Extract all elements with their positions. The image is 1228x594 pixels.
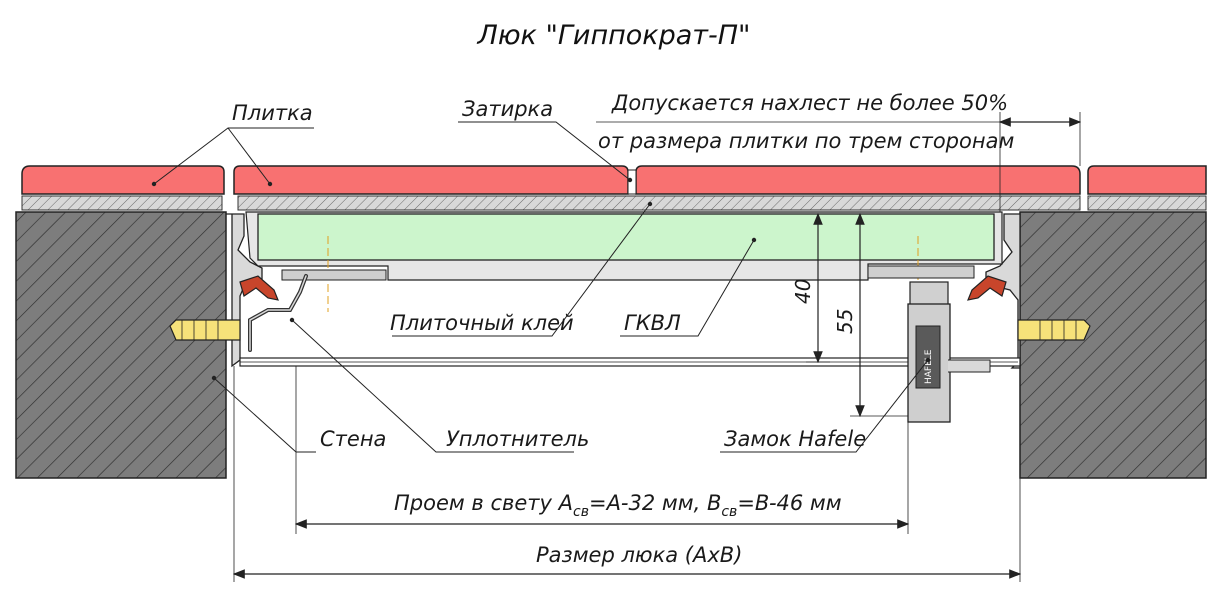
opening-prefix: Проем в свету A (394, 491, 573, 515)
opening-suffix: =B-46 мм (737, 491, 841, 515)
adhesive-right (1087, 195, 1207, 211)
hafele-lock: HAFELE (907, 281, 991, 423)
dim-40-label: 40 (791, 279, 815, 304)
label-tile-adhesive: Плиточный клей (390, 311, 574, 335)
seal-right (967, 275, 1007, 301)
adhesive-left (21, 195, 223, 211)
label-seal: Уплотнитель (446, 427, 589, 451)
anchor-right (1017, 319, 1091, 341)
diagram-title: Люк "Гиппократ-П" (477, 20, 751, 51)
label-grout: Затирка (462, 97, 553, 121)
tile-hatch-2 (635, 165, 1081, 195)
hatch-bottom-rail-right (867, 265, 975, 279)
seal-left (239, 275, 279, 301)
dim-55-label: 55 (833, 309, 857, 334)
opening-sub-a: св (573, 504, 589, 520)
tile-left (21, 165, 225, 195)
label-gkvl: ГКВЛ (624, 311, 681, 335)
label-hatch-size: Размер люка (AxB) (536, 543, 742, 567)
wall-right (1019, 211, 1207, 479)
tile-hatch-1 (233, 165, 629, 195)
wall-left (15, 211, 227, 479)
gkvl-board (257, 213, 995, 261)
hatch-bottom-rail (281, 269, 387, 281)
grout-joint (627, 169, 637, 195)
label-overlap-line1: Допускается нахлест не более 50% (611, 91, 1008, 115)
label-wall: Стена (320, 427, 386, 451)
opening-mid: =A-32 мм, B (589, 491, 721, 515)
lock-brand: HAFELE (924, 349, 934, 384)
label-overlap-line2: от размера плитки по трем сторонам (598, 129, 1014, 153)
label-opening: Проем в свету Aсв=A-32 мм, Bсв=B-46 мм (394, 491, 842, 520)
label-tile: Плитка (232, 101, 313, 125)
opening-sub-b: св (721, 504, 737, 520)
label-lock: Замок Hafele (724, 427, 866, 451)
adhesive-hatch (237, 195, 1081, 211)
tile-right (1087, 165, 1207, 195)
anchor-left (169, 319, 241, 341)
